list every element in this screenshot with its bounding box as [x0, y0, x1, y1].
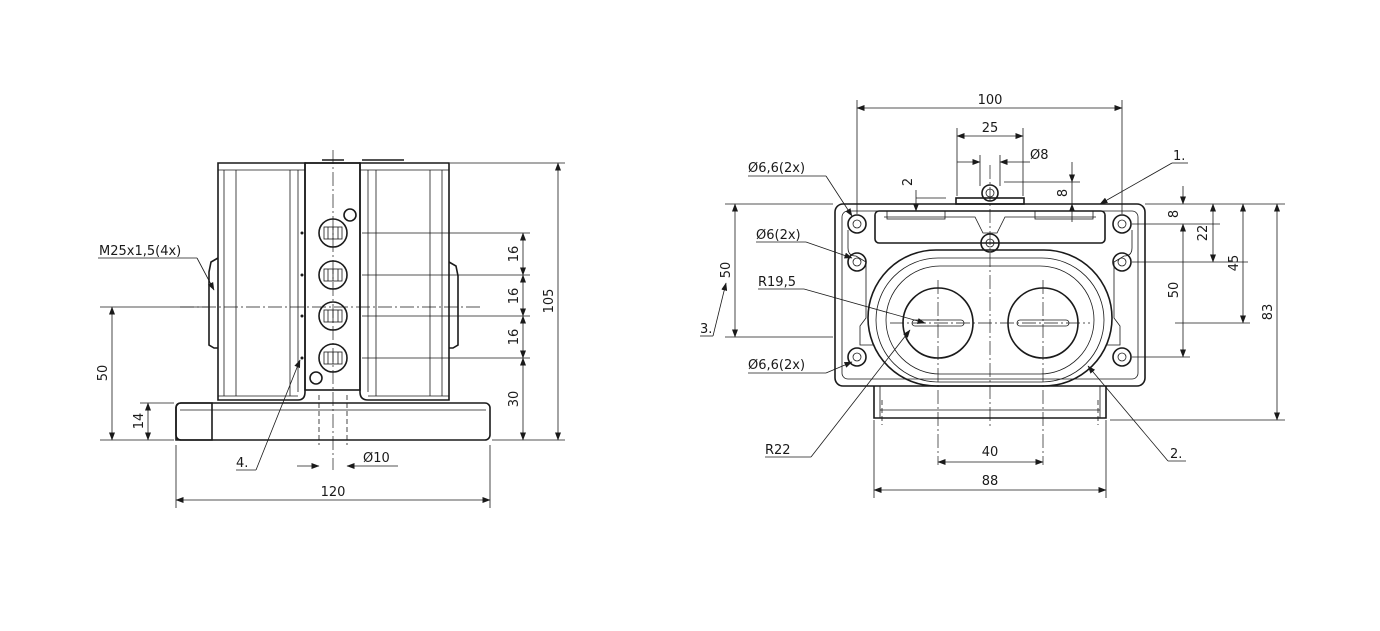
dim-base-height: 14 — [132, 413, 147, 430]
item-label-3: 3. — [700, 322, 712, 337]
side-view-ports — [300, 208, 357, 385]
side-view: M25x1,5(4x) 4. 120 Ø10 105 16 16 16 30 5… — [96, 150, 565, 508]
dim-pin-height: 8 — [1056, 189, 1071, 197]
top-view: 100 25 Ø8 2 8 8 22 45 50 83 50 40 88 Ø6,… — [700, 93, 1285, 498]
dim-shaft-diameter: Ø10 — [363, 451, 390, 466]
label-hole-mid: Ø6(2x) — [756, 228, 801, 243]
dim-overall-height: 83 — [1261, 304, 1276, 321]
dim-pitch-b: 16 — [507, 288, 522, 305]
label-radius-outer: R22 — [765, 443, 791, 458]
dim-base-width: 88 — [982, 474, 999, 489]
top-view-holes — [847, 214, 1132, 367]
dim-offset-22: 22 — [1196, 225, 1211, 242]
label-hole-top: Ø6,6(2x) — [748, 161, 805, 176]
dim-height-105: 105 — [542, 289, 557, 314]
dim-offset-45: 45 — [1227, 255, 1242, 272]
dim-overall-width: 100 — [978, 93, 1003, 108]
item-label-2: 2. — [1170, 447, 1182, 462]
dim-width-120: 120 — [321, 485, 346, 500]
item-label-4: 4. — [236, 456, 248, 471]
dim-offset-50-right: 50 — [1167, 282, 1182, 299]
dim-pitch-a: 16 — [507, 246, 522, 263]
dim-pitch-c: 16 — [507, 329, 522, 346]
dim-hole-spacing: 40 — [982, 445, 999, 460]
dim-bottom-offset: 30 — [507, 391, 522, 408]
dim-center-height: 50 — [96, 365, 111, 382]
label-radius-inner: R19,5 — [758, 275, 796, 290]
dim-step: 2 — [901, 178, 916, 186]
dim-top-offset: 8 — [1167, 210, 1182, 218]
item-label-1: 1. — [1173, 149, 1185, 164]
label-hole-bottom: Ø6,6(2x) — [748, 358, 805, 373]
thread-label: M25x1,5(4x) — [99, 244, 181, 259]
dim-top-width: 25 — [982, 121, 999, 136]
dim-pin-diameter: Ø8 — [1030, 148, 1049, 163]
dim-left-height: 50 — [719, 262, 734, 279]
